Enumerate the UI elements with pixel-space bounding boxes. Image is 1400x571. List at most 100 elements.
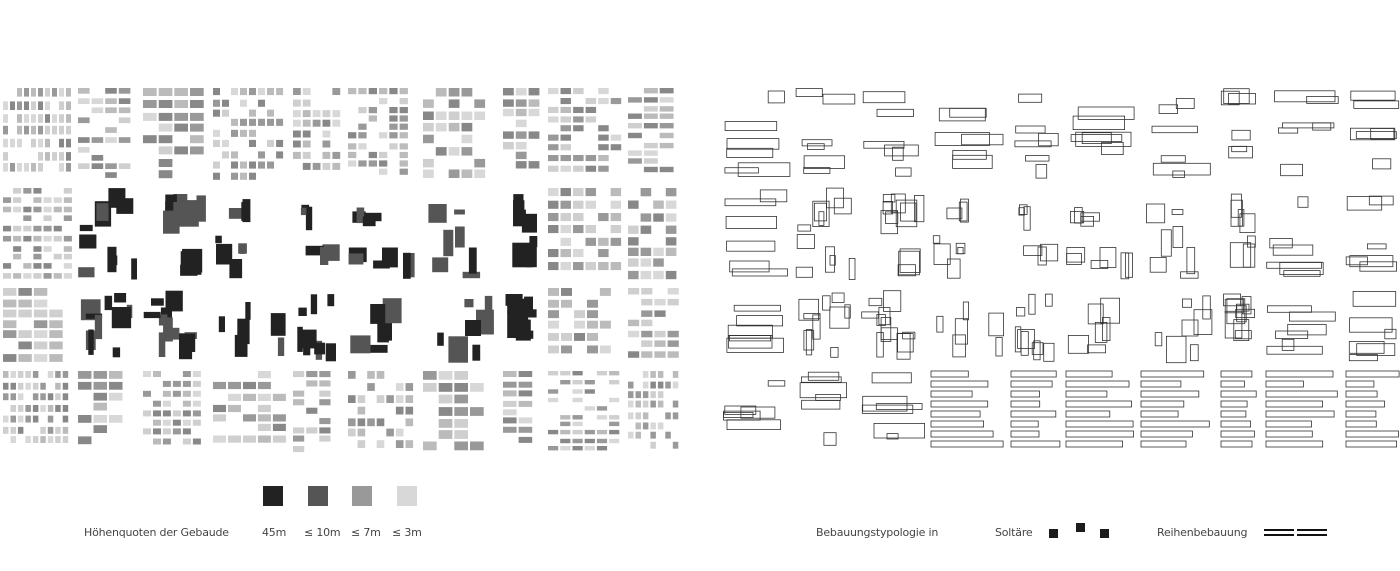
building: [228, 435, 241, 443]
building: [871, 372, 912, 384]
building: [3, 138, 8, 148]
building: [503, 426, 517, 433]
building: [423, 111, 434, 120]
building: [18, 330, 32, 338]
building: [257, 414, 271, 422]
building: [665, 270, 677, 280]
building: [560, 188, 571, 197]
building: [930, 420, 984, 428]
building: [573, 249, 584, 258]
building: [151, 298, 164, 306]
building: [348, 418, 356, 427]
building: [518, 426, 533, 433]
building: [642, 412, 649, 420]
building: [728, 334, 773, 349]
building: [143, 112, 157, 121]
building: [59, 138, 64, 148]
building: [322, 130, 331, 138]
building: [376, 371, 385, 379]
building: [47, 436, 54, 443]
building: [162, 390, 171, 397]
building: [831, 292, 845, 303]
building: [861, 311, 879, 319]
building: [62, 393, 69, 401]
building: [79, 234, 97, 249]
building: [33, 197, 42, 203]
building: [1018, 204, 1028, 215]
building: [162, 428, 171, 435]
building: [91, 163, 104, 169]
building: [598, 249, 609, 258]
building: [1236, 305, 1247, 323]
building: [642, 371, 649, 378]
building: [1010, 430, 1040, 438]
building: [49, 309, 63, 318]
building: [43, 215, 52, 221]
building: [1140, 400, 1185, 408]
building: [143, 410, 151, 417]
building: [438, 394, 453, 404]
building: [795, 88, 823, 98]
building: [574, 333, 585, 341]
building: [23, 225, 32, 232]
building: [423, 158, 434, 168]
building: [573, 225, 584, 234]
building: [560, 144, 571, 151]
building: [1349, 255, 1394, 268]
building: [112, 255, 118, 266]
building: [515, 161, 527, 169]
building: [587, 333, 598, 341]
building: [302, 110, 311, 118]
building: [293, 399, 305, 406]
building: [515, 119, 527, 128]
building: [1081, 132, 1112, 144]
building: [895, 167, 912, 177]
building: [900, 202, 917, 222]
building: [192, 390, 201, 397]
building: [515, 88, 527, 96]
building: [174, 100, 188, 108]
building: [306, 407, 318, 414]
building: [461, 169, 473, 178]
building: [438, 419, 453, 428]
building: [628, 381, 634, 389]
building: [657, 371, 664, 378]
building: [873, 422, 925, 439]
row-building-symbol: [1297, 529, 1327, 536]
building: [654, 298, 666, 306]
building: [395, 428, 404, 437]
building: [47, 405, 54, 412]
building: [628, 200, 639, 209]
building: [13, 253, 22, 260]
building: [650, 422, 656, 430]
building: [933, 243, 951, 265]
row-building-label: Reihenbebauung: [1157, 526, 1248, 539]
building: [560, 429, 571, 435]
building: [18, 354, 32, 362]
building: [25, 415, 31, 423]
building: [518, 305, 529, 322]
building: [560, 134, 571, 141]
building: [33, 253, 42, 260]
building: [829, 255, 836, 266]
building: [245, 302, 251, 320]
building: [803, 167, 831, 174]
building: [465, 320, 481, 336]
building: [33, 273, 42, 279]
building: [1350, 90, 1396, 101]
building: [515, 108, 527, 117]
building: [667, 298, 679, 306]
building: [13, 206, 22, 213]
building: [1234, 330, 1252, 340]
building: [1356, 343, 1396, 356]
building: [667, 288, 679, 295]
building: [665, 200, 677, 209]
building: [53, 273, 62, 279]
building: [118, 88, 131, 94]
building: [379, 151, 388, 159]
building: [561, 333, 572, 341]
building: [1265, 420, 1312, 428]
building: [654, 330, 666, 338]
building: [368, 115, 377, 122]
building: [484, 295, 493, 319]
